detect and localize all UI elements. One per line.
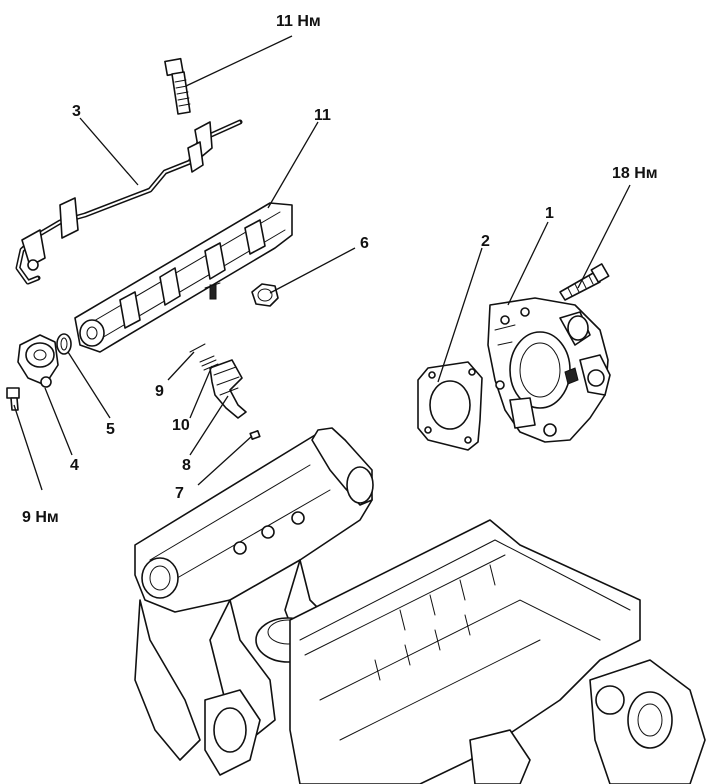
label-torque-throttle-bolt: 18 Нм bbox=[612, 165, 658, 182]
leader-lines bbox=[13, 35, 631, 491]
label-part-11: 11 bbox=[314, 107, 331, 124]
label-part-7: 7 bbox=[175, 485, 184, 502]
label-part-8: 8 bbox=[182, 457, 191, 474]
label-part-3: 3 bbox=[72, 103, 81, 120]
label-part-6: 6 bbox=[360, 235, 369, 252]
label-torque-regulator-bolt: 9 Нм bbox=[22, 509, 59, 526]
o-ring-7 bbox=[249, 430, 261, 440]
throttle-body bbox=[487, 297, 611, 443]
regulator-bolt bbox=[6, 387, 20, 411]
throttle-gasket bbox=[417, 361, 483, 451]
intake-manifold bbox=[134, 427, 706, 784]
o-ring-9 bbox=[189, 343, 206, 353]
fuel-pipe bbox=[15, 119, 243, 285]
grommet-6 bbox=[251, 283, 279, 307]
label-part-5: 5 bbox=[106, 421, 115, 438]
throttle-bolt bbox=[559, 263, 610, 301]
label-part-2: 2 bbox=[481, 233, 490, 250]
injector bbox=[209, 359, 247, 419]
callout-labels: 11 Нм 3 11 18 Нм 1 6 2 9 10 5 4 8 7 9 Нм bbox=[22, 13, 658, 526]
label-part-10: 10 bbox=[172, 417, 190, 434]
label-part-1: 1 bbox=[545, 205, 554, 222]
label-part-9: 9 bbox=[155, 383, 164, 400]
o-ring-5 bbox=[56, 333, 72, 355]
label-part-4: 4 bbox=[70, 457, 79, 474]
rail-bolt bbox=[164, 57, 191, 115]
label-torque-rail-bolt: 11 Нм bbox=[276, 13, 321, 30]
fuel-rail bbox=[74, 202, 293, 353]
pressure-regulator bbox=[17, 334, 59, 388]
